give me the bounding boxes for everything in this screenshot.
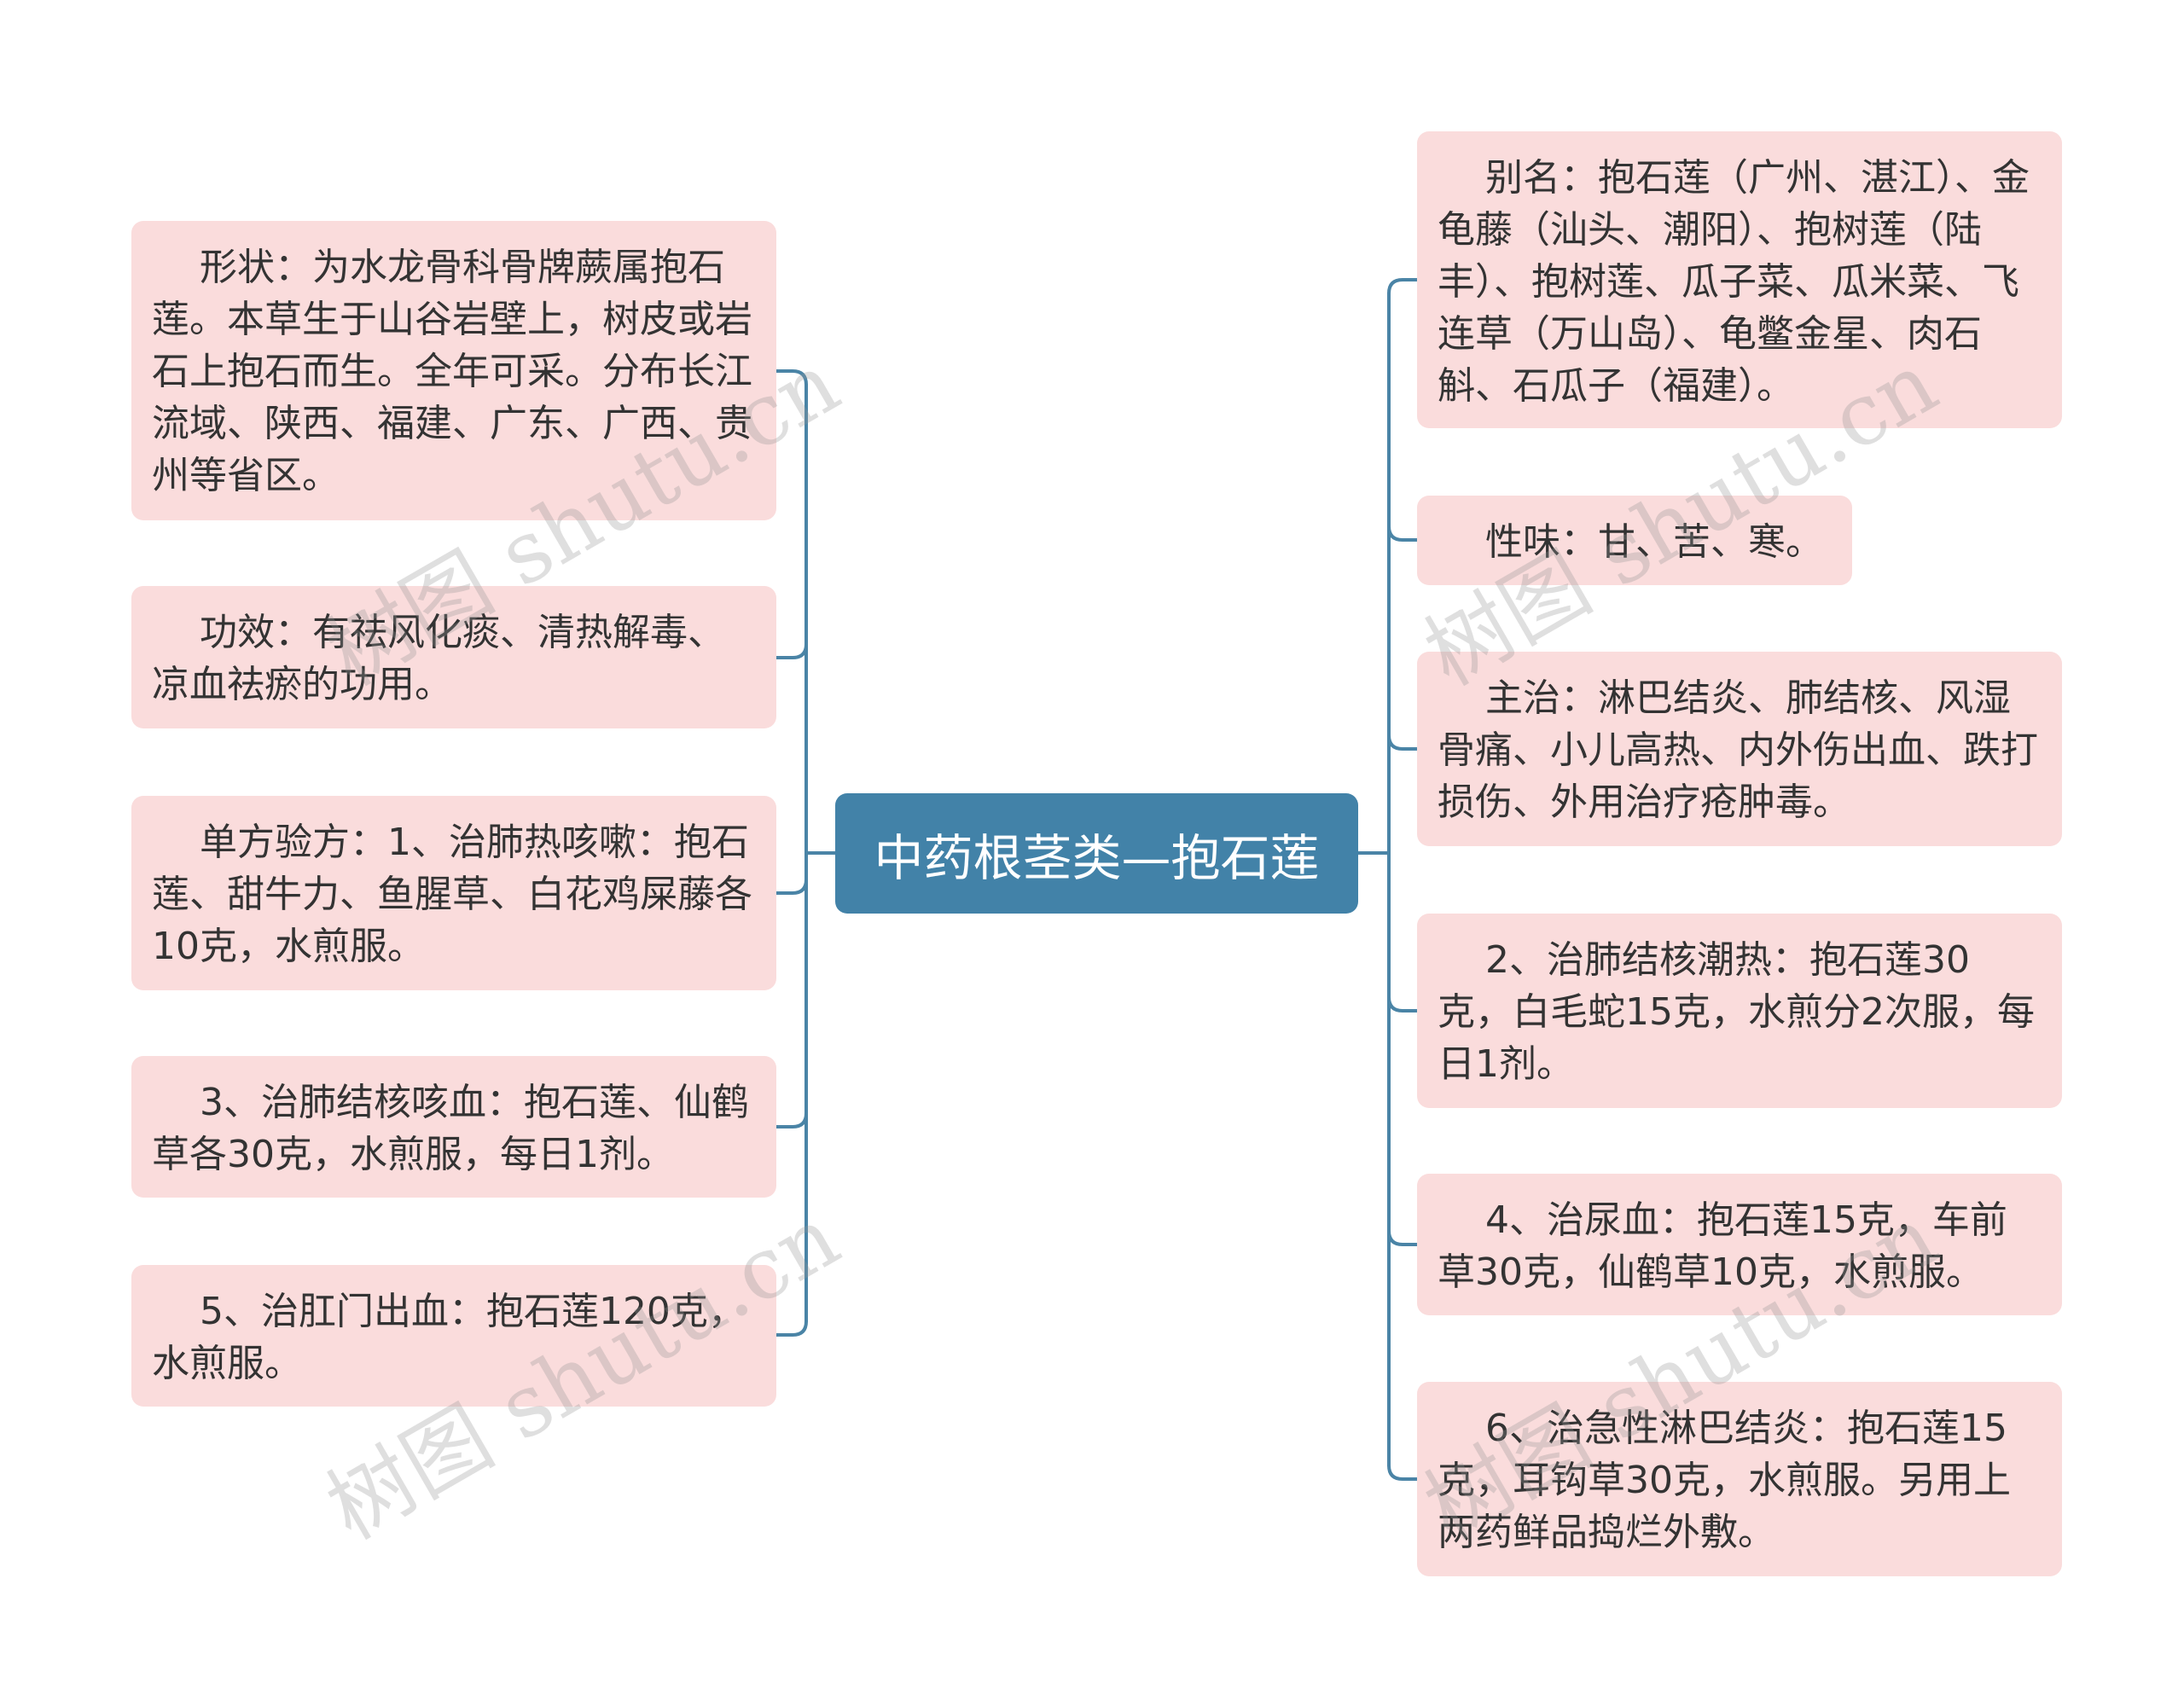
right-topic-indications[interactable]: 主治：淋巴结炎、肺结核、风湿骨痛、小儿高热、内外伤出血、跌打损伤、外用治疗疮肿毒…: [1417, 652, 2062, 846]
left-topic-efficacy[interactable]: 功效：有祛风化痰、清热解毒、凉血祛瘀的功用。: [131, 586, 776, 728]
right-topic-remedy-6[interactable]: 6、治急性淋巴结炎：抱石莲15克，耳钩草30克，水煎服。另用上两药鲜品捣烂外敷。: [1417, 1382, 2062, 1576]
right-topic-nature-taste[interactable]: 性味：甘、苦、寒。: [1417, 496, 1852, 585]
right-topic-remedy-4[interactable]: 4、治尿血：抱石莲15克，车前草30克，仙鹤草10克，水煎服。: [1417, 1174, 2062, 1315]
right-branch-link: [1387, 278, 1419, 295]
right-branch-link: [1387, 525, 1419, 542]
central-topic[interactable]: 中药根茎类—抱石莲: [835, 793, 1358, 914]
left-branch-link: [775, 878, 808, 895]
left-branch-link: [775, 1320, 808, 1337]
left-topic-remedy-5[interactable]: 5、治肛门出血：抱石莲120克，水煎服。: [131, 1265, 776, 1407]
left-branch-link: [775, 1111, 808, 1128]
right-branch-link: [1387, 1464, 1419, 1481]
left-branch-link: [775, 369, 808, 386]
right-branch-link: [1387, 1229, 1419, 1246]
right-topic-remedy-2[interactable]: 2、治肺结核潮热：抱石莲30克，白毛蛇15克，水煎分2次服，每日1剂。: [1417, 914, 2062, 1108]
left-branch-link: [775, 642, 808, 659]
right-branch-link: [1387, 995, 1419, 1012]
left-topic-remedy-3[interactable]: 3、治肺结核咳血：抱石莲、仙鹤草各30克，水煎服，每日1剂。: [131, 1056, 776, 1198]
right-topic-aliases[interactable]: 别名：抱石莲（广州、湛江）、金龟藤（汕头、潮阳）、抱树莲（陆丰）、抱树莲、瓜子菜…: [1417, 131, 2062, 428]
right-branch-link: [1387, 734, 1419, 751]
left-topic-remedy-1[interactable]: 单方验方：1、治肺热咳嗽：抱石莲、甜牛力、鱼腥草、白花鸡屎藤各10克，水煎服。: [131, 796, 776, 990]
left-topic-morphology[interactable]: 形状：为水龙骨科骨牌蕨属抱石莲。本草生于山谷岩壁上，树皮或岩石上抱石而生。全年可…: [131, 221, 776, 520]
